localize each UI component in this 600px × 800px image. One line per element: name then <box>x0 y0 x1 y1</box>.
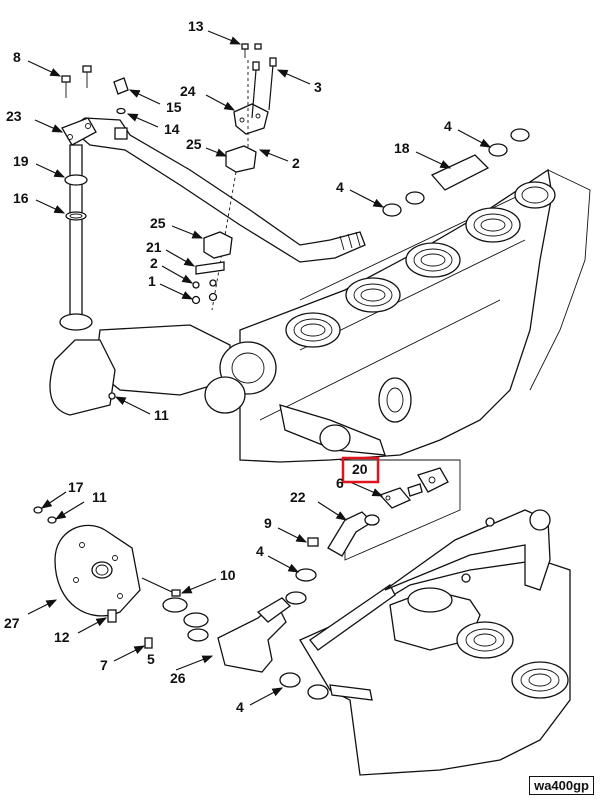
clamp-4-lower-a <box>295 568 317 582</box>
clamp-block-25-upper <box>225 145 257 173</box>
callout-7: 7 <box>100 657 108 673</box>
callout-9: 9 <box>264 515 272 531</box>
washer-2 <box>192 281 200 289</box>
highlight-box-20 <box>341 456 380 484</box>
cylinder-port-4 <box>465 207 521 243</box>
callout-4-lower: 4 <box>256 543 264 559</box>
screws-13 <box>241 43 262 58</box>
screw-7 <box>144 637 153 649</box>
callout-6: 6 <box>336 475 344 491</box>
callout-23: 23 <box>6 108 22 124</box>
hose-18 <box>430 154 490 191</box>
callout-11-upper: 11 <box>154 407 169 423</box>
lower-engine-block <box>299 509 571 776</box>
callout-labels: 13 8 3 15 24 23 14 4 25 2 18 19 4 16 25 … <box>4 18 452 715</box>
callout-8: 8 <box>13 49 21 65</box>
hose-clamp-4-top <box>488 128 530 157</box>
upper-engine-block <box>49 168 591 463</box>
callout-3: 3 <box>314 79 322 95</box>
screw-17 <box>33 506 43 514</box>
cylinder-port-3 <box>405 242 461 278</box>
fitting-15 <box>113 77 129 115</box>
lower-port-2 <box>511 661 569 699</box>
cylinder-port-5 <box>514 181 556 209</box>
capscrew-9 <box>307 537 319 547</box>
lower-detail-frame <box>340 459 461 561</box>
bracket-24 <box>233 103 269 135</box>
flange-23 <box>61 117 97 146</box>
stud-10 <box>141 577 181 597</box>
capscrew-8 <box>61 65 92 98</box>
flange-gasket-6 <box>378 467 449 509</box>
callout-17: 17 <box>68 479 84 495</box>
seal-ring-16 <box>65 211 87 221</box>
callout-18: 18 <box>394 140 410 156</box>
callout-5: 5 <box>147 651 155 667</box>
tube-26 <box>217 597 291 673</box>
callout-14: 14 <box>164 121 180 137</box>
cylinder-port-1 <box>285 312 341 348</box>
callout-22: 22 <box>290 489 306 505</box>
callout-20: 20 <box>352 461 368 477</box>
callout-26: 26 <box>170 670 186 686</box>
callout-4-mid: 4 <box>336 179 344 195</box>
callout-21: 21 <box>146 239 162 255</box>
callout-16: 16 <box>13 190 29 206</box>
callout-4-bottom: 4 <box>236 699 244 715</box>
leader-lines <box>27 30 492 706</box>
cylinder-port-2 <box>345 277 401 313</box>
lower-port-1 <box>456 621 514 659</box>
callout-2-lower: 2 <box>150 255 158 271</box>
elbow-pipe-22 <box>327 511 380 557</box>
callout-13: 13 <box>188 18 204 34</box>
adapter-plate-27 <box>54 524 141 617</box>
callout-19: 19 <box>13 153 29 169</box>
callout-25-lower: 25 <box>150 215 166 231</box>
callout-2-upper: 2 <box>292 155 300 171</box>
callout-12: 12 <box>54 629 70 645</box>
hose-clamp-4-mid <box>382 191 425 217</box>
callout-10: 10 <box>220 567 236 583</box>
nut-14 <box>114 127 128 140</box>
clamps-5-10 <box>162 597 209 642</box>
fitting-12 <box>107 609 117 623</box>
callout-24: 24 <box>180 83 196 99</box>
strap-21 <box>195 261 225 275</box>
clamp-4-bottom <box>279 672 301 688</box>
nut-1 <box>191 295 201 305</box>
figure-id-label: wa400gp <box>529 776 594 795</box>
callout-1: 1 <box>148 273 156 289</box>
callout-25-upper: 25 <box>186 136 202 152</box>
long-bolts-3 <box>251 57 277 119</box>
callout-15: 15 <box>166 99 182 115</box>
callout-4-top: 4 <box>444 118 452 134</box>
clamp-block-25-lower <box>203 231 233 259</box>
washer-11 <box>47 516 57 524</box>
callout-11-lower: 11 <box>92 489 107 505</box>
grommet-19 <box>64 174 88 186</box>
callout-27: 27 <box>4 615 20 631</box>
